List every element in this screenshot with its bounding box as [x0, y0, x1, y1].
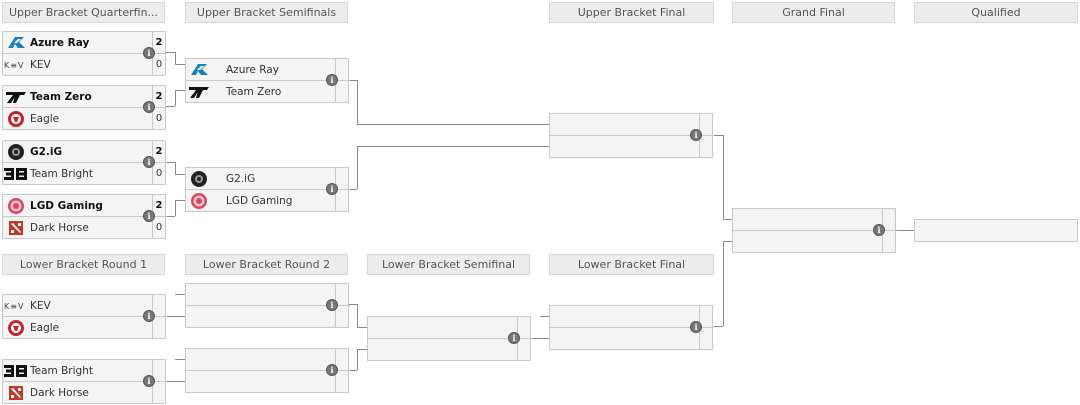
score: 2 — [155, 91, 163, 102]
match-info-icon[interactable]: i — [326, 183, 338, 195]
team-row: K≡V KEV — [3, 295, 153, 316]
score: 0 — [155, 59, 163, 70]
lgd-gaming-logo — [186, 190, 212, 211]
team-name: G2.iG — [30, 145, 63, 158]
team-bright-logo — [3, 163, 29, 184]
match-info-icon[interactable]: i — [326, 364, 338, 376]
header-lower-bracket-semifinal: Lower Bracket Semifinal — [367, 254, 530, 275]
header-qualified: Qualified — [914, 2, 1078, 23]
g2ig-logo — [3, 141, 29, 162]
svg-text:K≡V: K≡V — [4, 61, 24, 70]
ub-sf-match-1[interactable]: Azure Ray Team Zero i — [185, 58, 350, 103]
header-upper-bracket-quarterfinals: Upper Bracket Quarterfin... — [2, 2, 165, 23]
team-row: G2.iG — [186, 168, 336, 189]
team-name: Eagle — [30, 112, 60, 125]
eagle-logo — [3, 317, 29, 338]
team-name: Dark Horse — [30, 386, 89, 399]
team-row: Azure Ray — [3, 32, 153, 53]
team-row: Team Bright — [3, 360, 153, 381]
team-row: Dark Horse — [3, 217, 153, 238]
team-name: Team Bright — [30, 167, 93, 180]
ub-qf-match-2[interactable]: Team Zero Eagle 2 0 i — [2, 85, 167, 130]
team-row: Eagle — [3, 317, 153, 338]
team-row: Team Bright — [3, 163, 153, 184]
team-row: Team Zero — [3, 86, 153, 107]
match-info-icon[interactable]: i — [143, 310, 155, 322]
team-row: K≡V KEV — [3, 54, 153, 75]
header-lower-bracket-round-1: Lower Bracket Round 1 — [2, 254, 165, 275]
kev-logo: K≡V — [3, 54, 29, 75]
team-row: Eagle — [3, 108, 153, 129]
team-zero-logo — [186, 81, 212, 102]
azure-ray-logo — [3, 32, 29, 53]
team-name: G2.iG — [226, 172, 256, 185]
match-info-icon[interactable]: i — [143, 101, 155, 113]
team-name: Azure Ray — [226, 63, 279, 76]
ub-qf-match-1[interactable]: Azure Ray K≡V KEV 2 0 i — [2, 31, 167, 76]
team-name: Team Bright — [30, 364, 93, 377]
team-name: Azure Ray — [30, 36, 90, 49]
team-row: Dark Horse — [3, 382, 153, 403]
g2ig-logo — [186, 168, 212, 189]
lb-sf-match[interactable]: i — [367, 316, 532, 361]
lb-final-match[interactable]: i — [549, 305, 714, 350]
ub-final-match[interactable]: i — [549, 113, 714, 158]
match-info-icon[interactable]: i — [326, 74, 338, 86]
match-info-icon[interactable]: i — [690, 321, 702, 333]
score: 2 — [155, 37, 163, 48]
team-name: Eagle — [30, 321, 60, 334]
match-info-icon[interactable]: i — [143, 156, 155, 168]
qualified-slot — [914, 219, 1078, 242]
eagle-logo — [3, 108, 29, 129]
header-upper-bracket-semifinals: Upper Bracket Semifinals — [185, 2, 348, 23]
team-row: LGD Gaming — [3, 195, 153, 216]
match-info-icon[interactable]: i — [143, 375, 155, 387]
header-grand-final: Grand Final — [732, 2, 895, 23]
lb-r1-match-2[interactable]: Team Bright Dark Horse i — [2, 359, 167, 404]
match-info-icon[interactable]: i — [143, 47, 155, 59]
svg-text:K≡V: K≡V — [4, 302, 24, 311]
header-lower-bracket-final: Lower Bracket Final — [549, 254, 714, 275]
score: 0 — [155, 113, 163, 124]
team-name: KEV — [30, 299, 51, 312]
dota-logo — [3, 217, 29, 238]
lb-r2-match-2[interactable]: i — [185, 348, 350, 393]
lb-r1-match-1[interactable]: K≡V KEV Eagle i — [2, 294, 167, 339]
team-row: Team Zero — [186, 81, 336, 102]
score: 0 — [155, 222, 163, 233]
match-info-icon[interactable]: i — [143, 210, 155, 222]
team-name: Team Zero — [226, 85, 282, 98]
lb-r2-match-1[interactable]: i — [185, 283, 350, 328]
team-row: G2.iG — [3, 141, 153, 162]
score: 2 — [155, 146, 163, 157]
ub-sf-match-2[interactable]: G2.iG LGD Gaming i — [185, 167, 350, 212]
ub-qf-match-3[interactable]: G2.iG Team Bright 2 0 i — [2, 140, 167, 185]
team-row: Azure Ray — [186, 59, 336, 80]
ub-qf-match-4[interactable]: LGD Gaming Dark Horse 2 0 i — [2, 194, 167, 239]
team-name: KEV — [30, 58, 51, 71]
azure-ray-logo — [186, 59, 212, 80]
score: 2 — [155, 200, 163, 211]
team-name: Team Zero — [30, 90, 92, 103]
header-upper-bracket-final: Upper Bracket Final — [549, 2, 714, 23]
team-row: LGD Gaming — [186, 190, 336, 211]
dota-logo — [3, 382, 29, 403]
score: 0 — [155, 168, 163, 179]
grand-final-match[interactable]: i — [732, 208, 897, 253]
match-info-icon[interactable]: i — [873, 224, 885, 236]
team-name: Dark Horse — [30, 221, 89, 234]
team-name: LGD Gaming — [30, 199, 103, 212]
team-zero-logo — [3, 86, 29, 107]
match-info-icon[interactable]: i — [690, 129, 702, 141]
kev-logo: K≡V — [3, 295, 29, 316]
team-bright-logo — [3, 360, 29, 381]
lgd-gaming-logo — [3, 195, 29, 216]
match-info-icon[interactable]: i — [326, 299, 338, 311]
header-lower-bracket-round-2: Lower Bracket Round 2 — [185, 254, 348, 275]
team-name: LGD Gaming — [226, 194, 293, 207]
match-info-icon[interactable]: i — [508, 332, 520, 344]
